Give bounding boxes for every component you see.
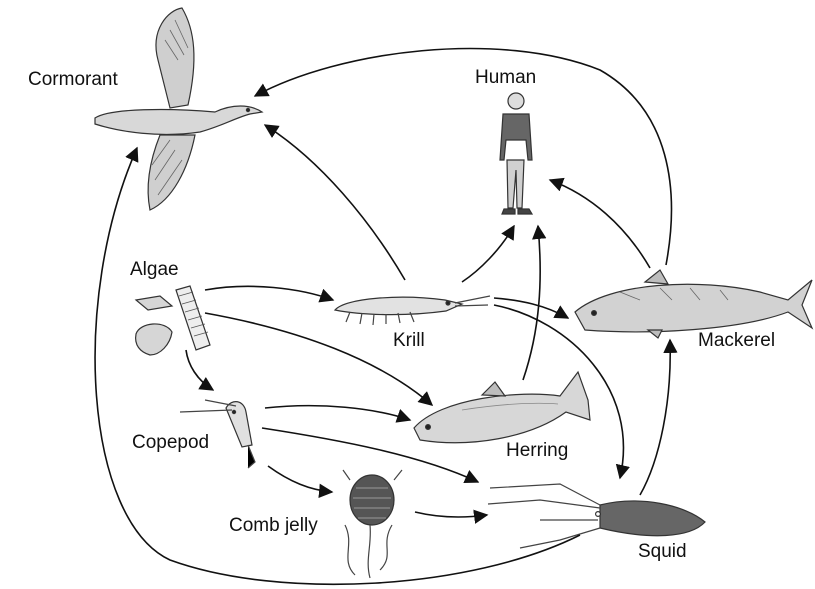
label-copepod: Copepod bbox=[132, 433, 209, 452]
human-icon bbox=[500, 93, 532, 214]
comb-jelly-icon bbox=[343, 470, 402, 578]
mackerel-icon bbox=[575, 270, 812, 338]
label-squid: Squid bbox=[638, 542, 687, 561]
arrow-krill-cormorant bbox=[265, 125, 405, 280]
label-mackerel: Mackerel bbox=[698, 331, 775, 350]
arrow-krill-human bbox=[462, 226, 514, 282]
algae-icon bbox=[136, 286, 210, 355]
cormorant-icon bbox=[95, 8, 262, 210]
label-human: Human bbox=[475, 68, 536, 87]
arrow-algae-krill bbox=[205, 286, 333, 300]
label-algae: Algae bbox=[130, 260, 179, 279]
arrow-mackerel-human bbox=[550, 180, 650, 268]
arrow-copepod-herring bbox=[265, 406, 410, 420]
arrow-algae-copepod bbox=[186, 350, 213, 390]
label-comb-jelly: Comb jelly bbox=[229, 516, 318, 535]
label-cormorant: Cormorant bbox=[28, 70, 118, 89]
arrow-copepod-combjelly bbox=[268, 466, 332, 492]
label-herring: Herring bbox=[506, 441, 568, 460]
arrow-combjelly-squid bbox=[415, 512, 487, 517]
herring-icon bbox=[414, 372, 590, 443]
arrow-mackerel-cormorant bbox=[255, 49, 671, 265]
arrow-squid-mackerel bbox=[640, 340, 670, 495]
arrow-algae-herring bbox=[205, 313, 432, 405]
label-krill: Krill bbox=[393, 331, 425, 350]
squid-icon bbox=[488, 484, 705, 548]
krill-icon bbox=[335, 296, 490, 325]
